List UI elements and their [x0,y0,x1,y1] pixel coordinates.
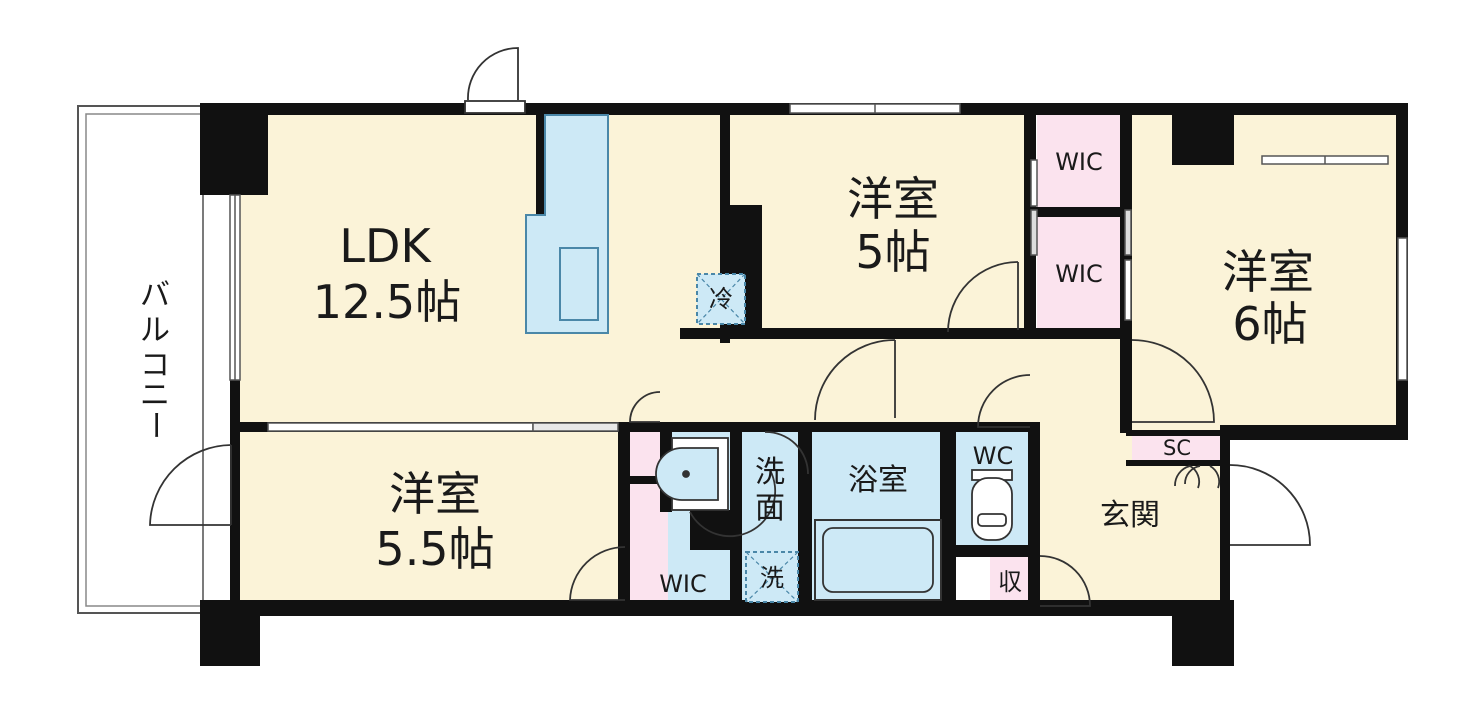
fridge-label: 冷 [709,285,733,313]
western55-name: 洋室 [389,467,481,521]
balcony-char: ニ [140,378,170,413]
western55-floor [238,430,623,606]
wc-label: WC [973,442,1014,470]
sc-floor [1132,432,1223,463]
western55-size: 5.5帖 [375,522,494,576]
room-labels: LDK 12.5帖 洋室 5帖 洋室 6帖 洋室 5.5帖 WIC WIC WI… [313,148,1314,598]
hall-floor [730,337,1128,432]
ldk-name: LDK [339,219,432,273]
wic-middle-floor [1037,215,1124,331]
washer-space [745,551,799,603]
balcony [77,105,204,614]
balcony-char: ル [140,313,170,348]
balcony-char: バ [140,278,170,313]
western6-size: 6帖 [1232,297,1307,351]
wic-lower-label: WIC [659,570,707,598]
ldk-floor [235,113,730,425]
storage-label: 収 [998,568,1022,596]
wic-middle-label: WIC [1055,260,1103,288]
washer-label: 洗 [760,564,784,592]
wic-upper-floor [1037,113,1124,209]
wic-upper-label: WIC [1055,148,1103,176]
western5-size: 5帖 [855,225,930,279]
bath-label: 浴室 [848,463,908,498]
toilet [971,469,1013,541]
western6-name: 洋室 [1222,245,1314,299]
storage-floor [990,556,1030,606]
western5-name: 洋室 [847,172,939,226]
entrance-label: 玄関 [1100,498,1160,533]
fridge-space [696,273,746,325]
balcony-char: コ [140,348,170,383]
washbasin [655,431,809,538]
western6-floor [1130,113,1400,430]
balcony-label: バ ル コ ニ ー [137,278,172,440]
bathtub [814,519,942,601]
windows [229,103,1408,432]
wash-label-1: 洗 [755,455,785,490]
sc-label: SC [1163,436,1191,460]
wash-label-2: 面 [755,491,785,526]
ldk-size: 12.5帖 [313,275,461,329]
kitchen-counter [525,114,609,334]
door-swings [149,47,1311,607]
western5-floor [730,113,1030,333]
balcony-char: ー [137,410,172,440]
